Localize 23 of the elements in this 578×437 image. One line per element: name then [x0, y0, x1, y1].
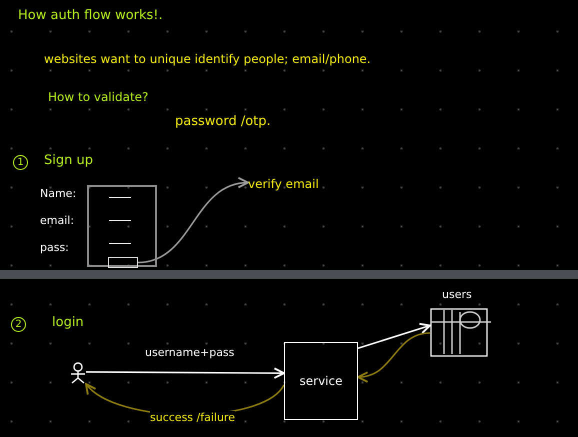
table-heading: users [442, 288, 472, 301]
title: How auth flow works!. [18, 8, 163, 23]
field-label: pass: [40, 241, 69, 254]
arrow [357, 332, 430, 382]
section-heading: login [52, 315, 84, 330]
step-number: 1 [13, 155, 28, 170]
service-box: service [284, 342, 358, 420]
field-label: Name: [40, 187, 76, 200]
person-icon [70, 362, 86, 384]
arrow [86, 367, 285, 379]
result-text: verify email [248, 177, 319, 191]
question-text: How to validate? [48, 90, 148, 104]
answer-text: password /otp. [175, 114, 271, 129]
step-number: 2 [11, 317, 26, 332]
arrow [138, 178, 249, 264]
form-box [87, 185, 157, 267]
edge-label: username+pass [145, 346, 234, 359]
arrow [358, 322, 431, 349]
field-label: email: [40, 214, 74, 227]
section-heading: Sign up [44, 153, 93, 168]
note-text: websites want to unique identify people; email/phone. [44, 52, 371, 66]
edge-label: success /failure [150, 411, 235, 424]
submit-button [108, 257, 138, 268]
